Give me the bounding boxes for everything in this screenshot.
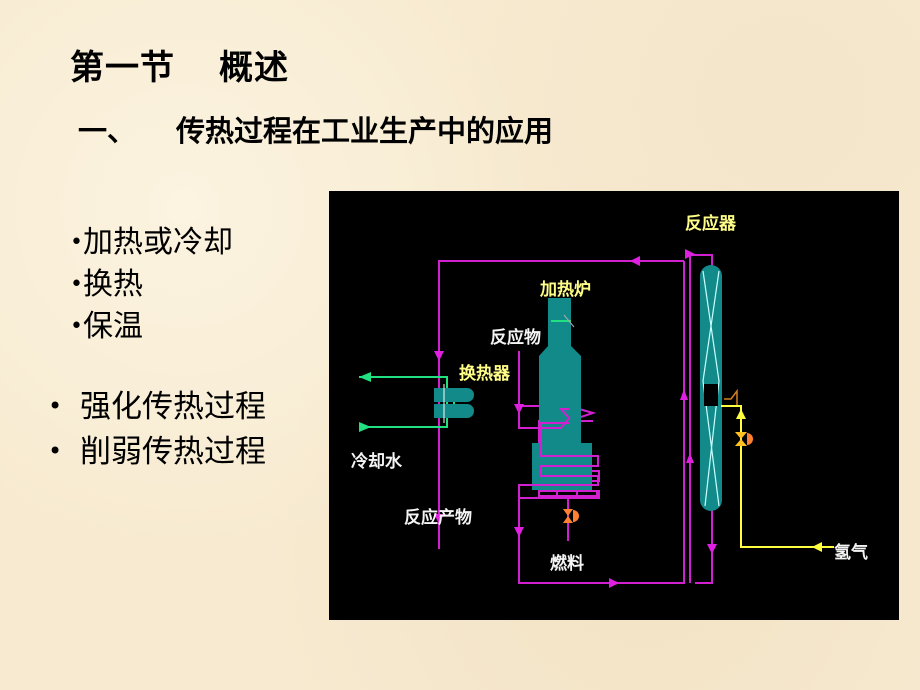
slide-title: 第一节 概述 [70, 40, 289, 89]
flow-diagram-graphic [359, 249, 834, 588]
hydrogen-label: 氢气 [834, 543, 868, 563]
reactant-label: 反应物 [490, 328, 541, 348]
list-item: 保温 [70, 306, 233, 348]
cooling-water-label: 冷却水 [351, 452, 402, 472]
process-flow-diagram: 反应器 加热炉 反应物 换热器 冷却水 反应产物 燃料 氢气 [329, 191, 899, 620]
section-name: 概述 [219, 48, 289, 88]
section-number: 第一节 [70, 48, 175, 88]
bullet-icon: • [48, 392, 63, 420]
bullet-icon: • [48, 437, 63, 465]
subtitle-text: 传热过程在工业生产中的应用 [176, 114, 554, 148]
list-item: 加热或冷却 [70, 222, 233, 264]
heat-exchanger-label: 换热器 [459, 364, 510, 384]
fuel-label: 燃料 [550, 554, 584, 574]
list-item: •削弱传热过程 [48, 429, 266, 474]
slide-subtitle: 一、 传热过程在工业生产中的应用 [78, 108, 553, 150]
list-item: •强化传热过程 [48, 384, 266, 429]
list-item: 换热 [70, 264, 233, 306]
reaction-product-label: 反应产物 [404, 508, 472, 528]
reactor-label: 反应器 [685, 214, 736, 234]
subtitle-number: 一、 [78, 114, 137, 148]
processes-list: •强化传热过程 •削弱传热过程 [48, 384, 266, 474]
furnace-label: 加热炉 [540, 280, 591, 300]
applications-list: 加热或冷却 换热 保温 [70, 222, 233, 348]
